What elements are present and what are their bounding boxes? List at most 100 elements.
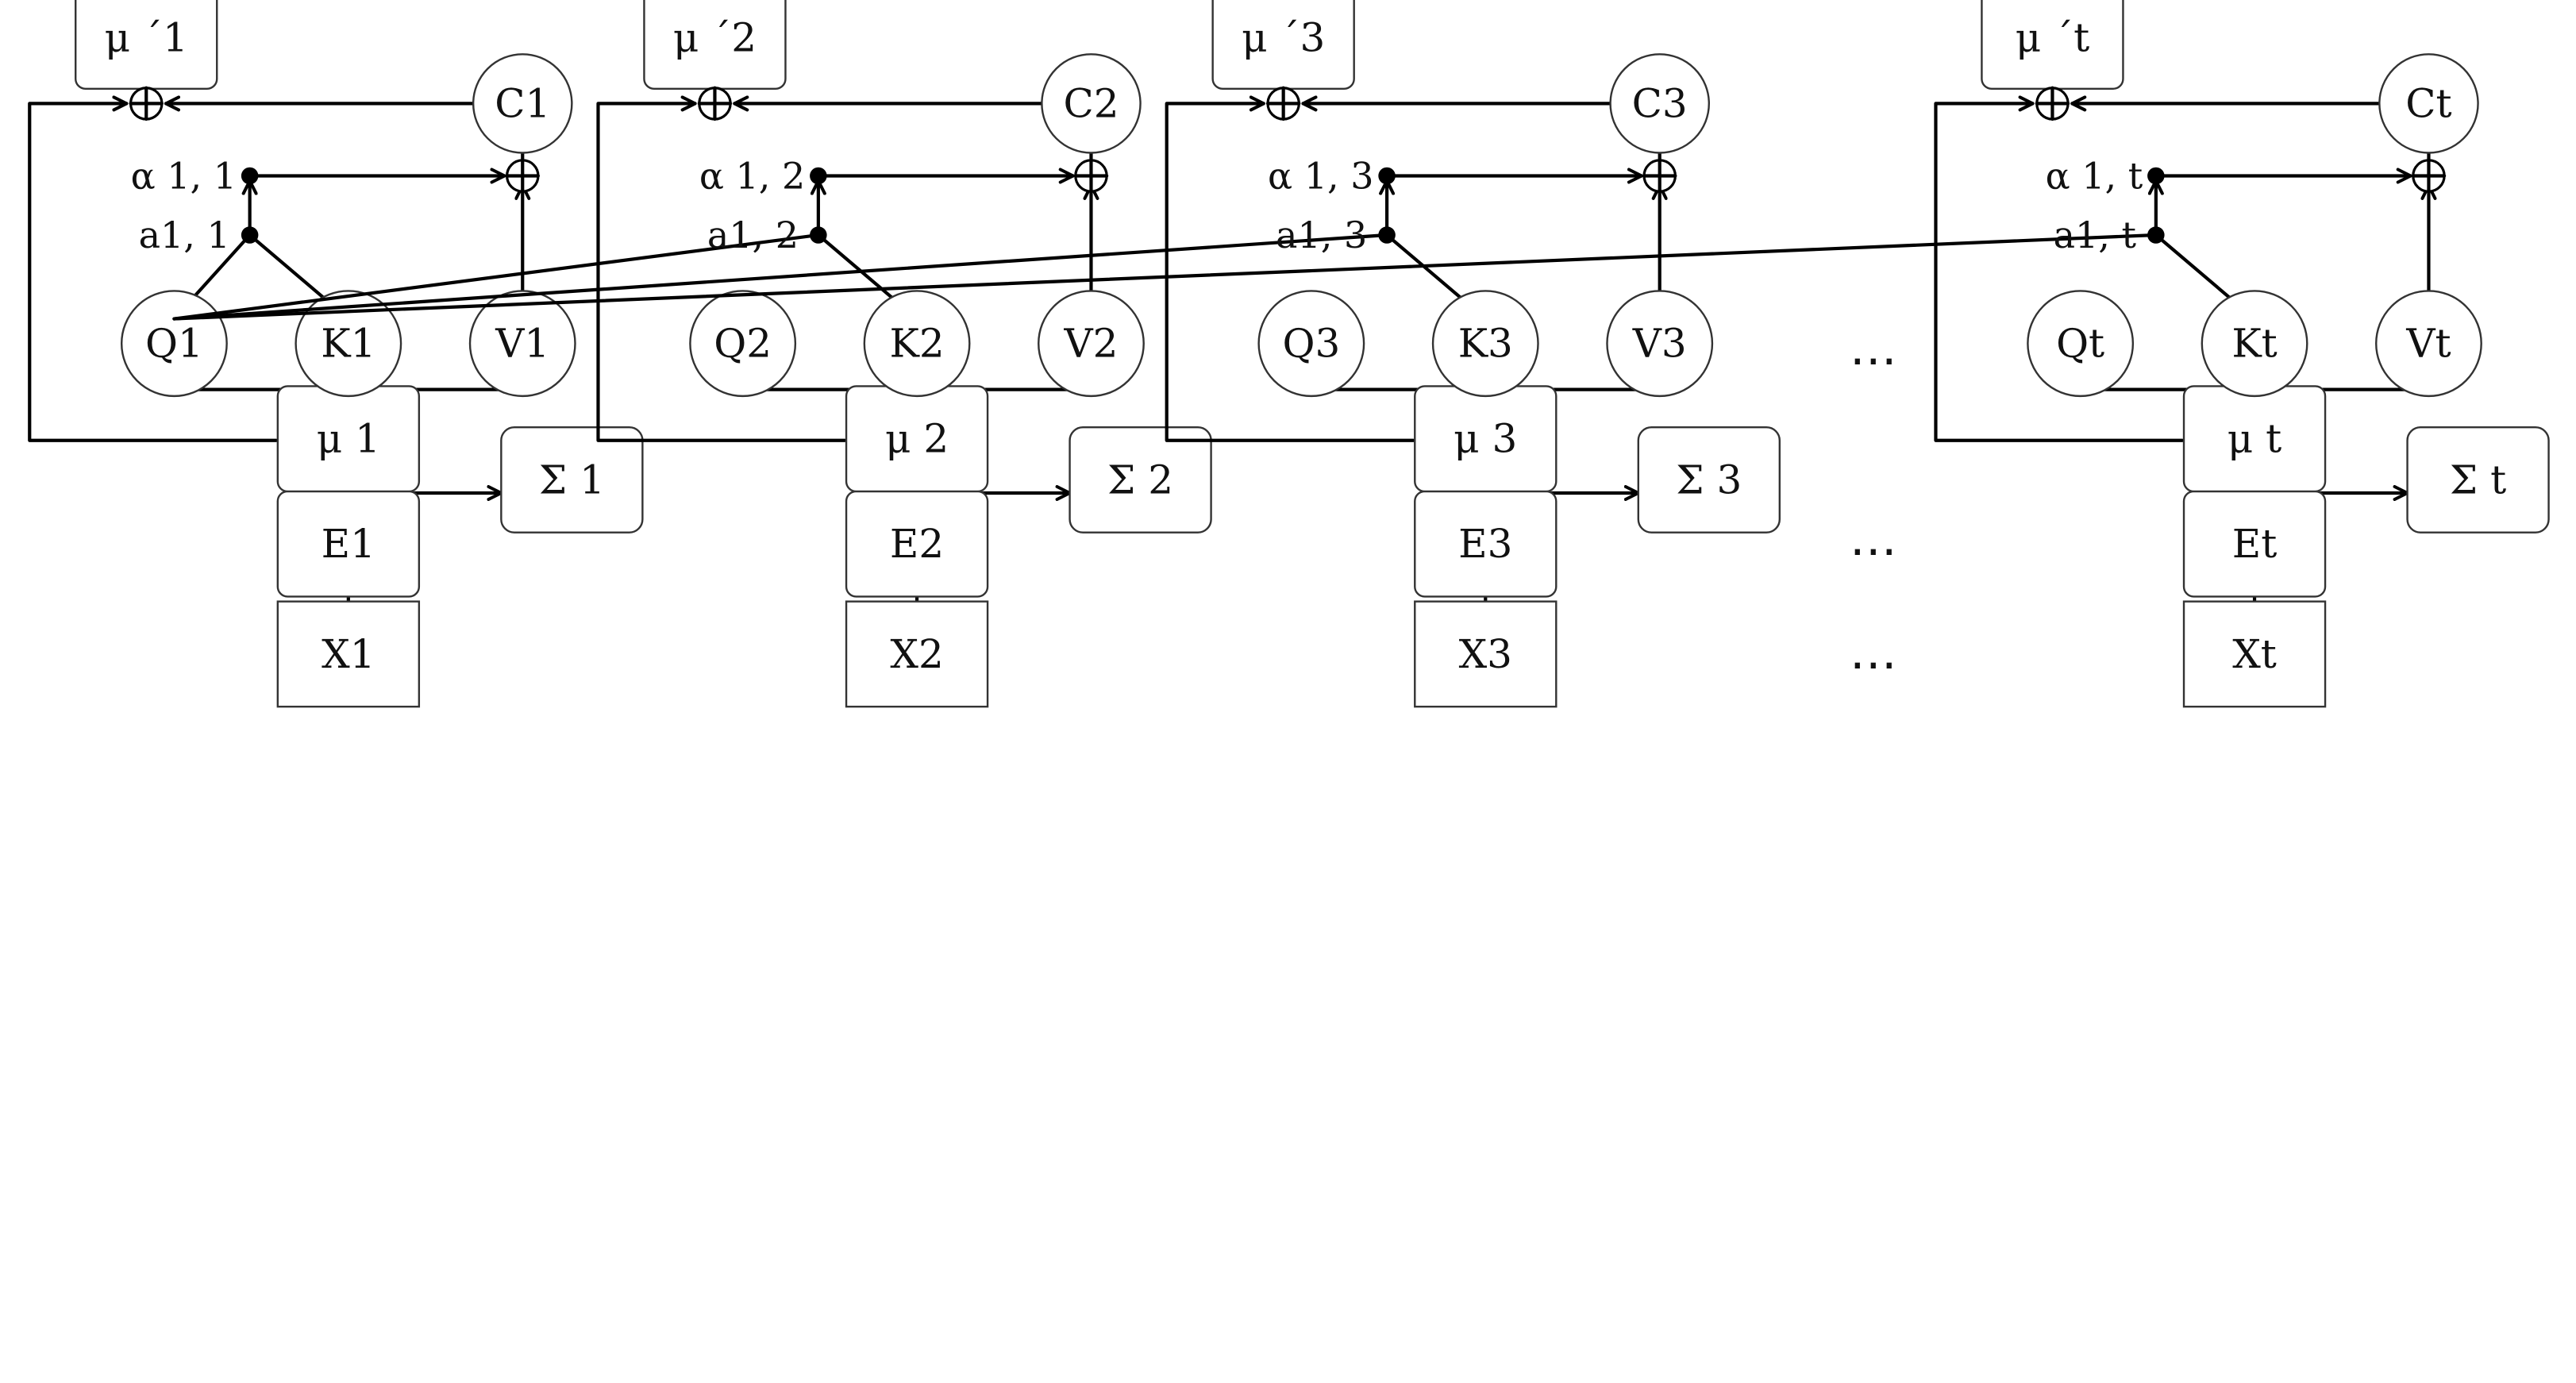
- embedding-box-label: E3: [1458, 521, 1512, 567]
- embedding-box: E1: [276, 490, 421, 598]
- alpha-weight-label: α 1, 2: [699, 154, 805, 197]
- alpha-weight-label: α 1, 1: [131, 154, 237, 197]
- ellipsis-layer: ………: [1850, 321, 1897, 680]
- q-node: Q2: [689, 290, 797, 398]
- v-node: Vt: [2375, 290, 2482, 398]
- k-node-label: K1: [321, 321, 375, 367]
- q-node: Q1: [120, 290, 228, 398]
- mu-box-label: μ t: [2228, 416, 2281, 462]
- c-node-label: C1: [495, 80, 550, 126]
- skip-connection-line: [1165, 95, 1415, 442]
- k-node: K2: [863, 290, 971, 398]
- q-node-label: Q3: [1282, 321, 1340, 367]
- mu-prime-box-label: μ ´3: [1242, 15, 1325, 61]
- alpha-weight-dot: [1378, 167, 1396, 185]
- c-node: C3: [1609, 53, 1710, 154]
- embedding-box-label: Et: [2232, 521, 2278, 567]
- ellipsis-3: …: [1850, 625, 1897, 680]
- q1-to-a-line: [172, 233, 2158, 321]
- sigma-box-frame: [500, 426, 644, 534]
- skip-connection-line: [1934, 95, 2185, 442]
- x-input-box-frame: [276, 600, 421, 708]
- v-node-outline: [2375, 290, 2482, 398]
- sigma-box-label: Σ 2: [1107, 457, 1173, 503]
- sigma-box-frame: [1069, 426, 1212, 534]
- value-sum-node: [1642, 158, 1677, 194]
- q1-to-a-line: [172, 233, 1389, 321]
- sigma-box-frame: [1637, 426, 1781, 534]
- k-node: K1: [295, 290, 402, 398]
- mu-box: μ 1: [276, 385, 421, 493]
- v-node-outline: [1038, 290, 1145, 398]
- sigma-box-label: Σ 1: [539, 457, 605, 503]
- a-score-dot: [2147, 226, 2165, 244]
- q-node: Qt: [2027, 290, 2135, 398]
- k-node-label: K3: [1458, 321, 1513, 367]
- sigma-box-label: Σ 3: [1676, 457, 1742, 503]
- embedding-box: Et: [2182, 490, 2327, 598]
- alpha-weight-dot: [2147, 167, 2165, 185]
- sigma-box: Σ 3: [1637, 426, 1781, 534]
- x-input-box-label: Xt: [2232, 631, 2277, 677]
- sigma-box-frame: [2406, 426, 2550, 534]
- skip-connection-line: [596, 95, 847, 442]
- c-node-label: Ct: [2405, 80, 2451, 126]
- sigma-box-label: Σ t: [2450, 457, 2506, 503]
- mu-box-label: μ 2: [885, 416, 949, 462]
- v-node: V3: [1606, 290, 1714, 398]
- c-node-label: C2: [1063, 80, 1119, 126]
- k-node-outline: [1431, 290, 1539, 398]
- x-input-box-label: X2: [890, 631, 943, 677]
- alpha-weight-dot: [241, 167, 259, 185]
- k-node-outline: [2201, 290, 2308, 398]
- mu-prime-box: μ ´1: [75, 0, 218, 90]
- a-score-label: a1, 2: [707, 214, 799, 256]
- embedding-box-label: E1: [322, 521, 375, 567]
- value-sum-node: [1073, 158, 1109, 194]
- c-node-outline: [472, 53, 573, 154]
- column-2: X2 E2 μ 2 Σ 2 Q2 K2 V2 C2 μ ´2 a1, 2 α 1, 2: [172, 0, 1212, 708]
- v-node-label: Vt: [2405, 321, 2451, 367]
- x-input-box: X1: [276, 600, 421, 708]
- mu-prime-box-label: μ ´t: [2016, 15, 2089, 61]
- v-node-label: V3: [1632, 321, 1687, 367]
- v-node-outline: [468, 290, 576, 398]
- v-node-label: V1: [495, 321, 549, 367]
- x-input-box-frame: [1414, 600, 1558, 708]
- value-sum-node: [2411, 158, 2447, 194]
- sigma-box: Σ 1: [500, 426, 644, 534]
- k-node-label: K2: [889, 321, 944, 367]
- k-node: K3: [1431, 290, 1539, 398]
- mu-prime-box: μ ´3: [1211, 0, 1355, 90]
- embedding-box-label: E2: [890, 521, 944, 567]
- mu-prime-box-label: μ ´2: [673, 15, 757, 61]
- sigma-box: Σ 2: [1069, 426, 1212, 534]
- q-node-outline: [689, 290, 797, 398]
- q-node-outline: [2027, 290, 2135, 398]
- x-input-box-label: X1: [322, 631, 375, 677]
- alpha-weight-label: α 1, 3: [1268, 154, 1373, 197]
- k-node-outline: [295, 290, 402, 398]
- x-input-box-frame: [2182, 600, 2327, 708]
- v-node: V2: [1038, 290, 1145, 398]
- x-input-box: Xt: [2182, 600, 2327, 708]
- v-node-label: V2: [1064, 321, 1119, 367]
- q-node-outline: [1257, 290, 1365, 398]
- x-input-box-frame: [845, 600, 989, 708]
- ellipsis-1: …: [1850, 321, 1897, 376]
- x-input-box: X2: [845, 600, 989, 708]
- alpha-weight-dot: [810, 167, 827, 185]
- mu-box-label: μ 1: [317, 416, 380, 462]
- v-node: V1: [468, 290, 576, 398]
- x-input-box: X3: [1414, 600, 1558, 708]
- a-score-dot: [1378, 226, 1396, 244]
- k-node-label: Kt: [2231, 321, 2277, 367]
- mu-prime-box-label: μ ´1: [105, 15, 188, 61]
- c-node-outline: [2378, 53, 2479, 154]
- output-sum-node: [2035, 86, 2070, 121]
- output-sum-node: [1265, 86, 1301, 121]
- embedding-box: E2: [845, 490, 989, 598]
